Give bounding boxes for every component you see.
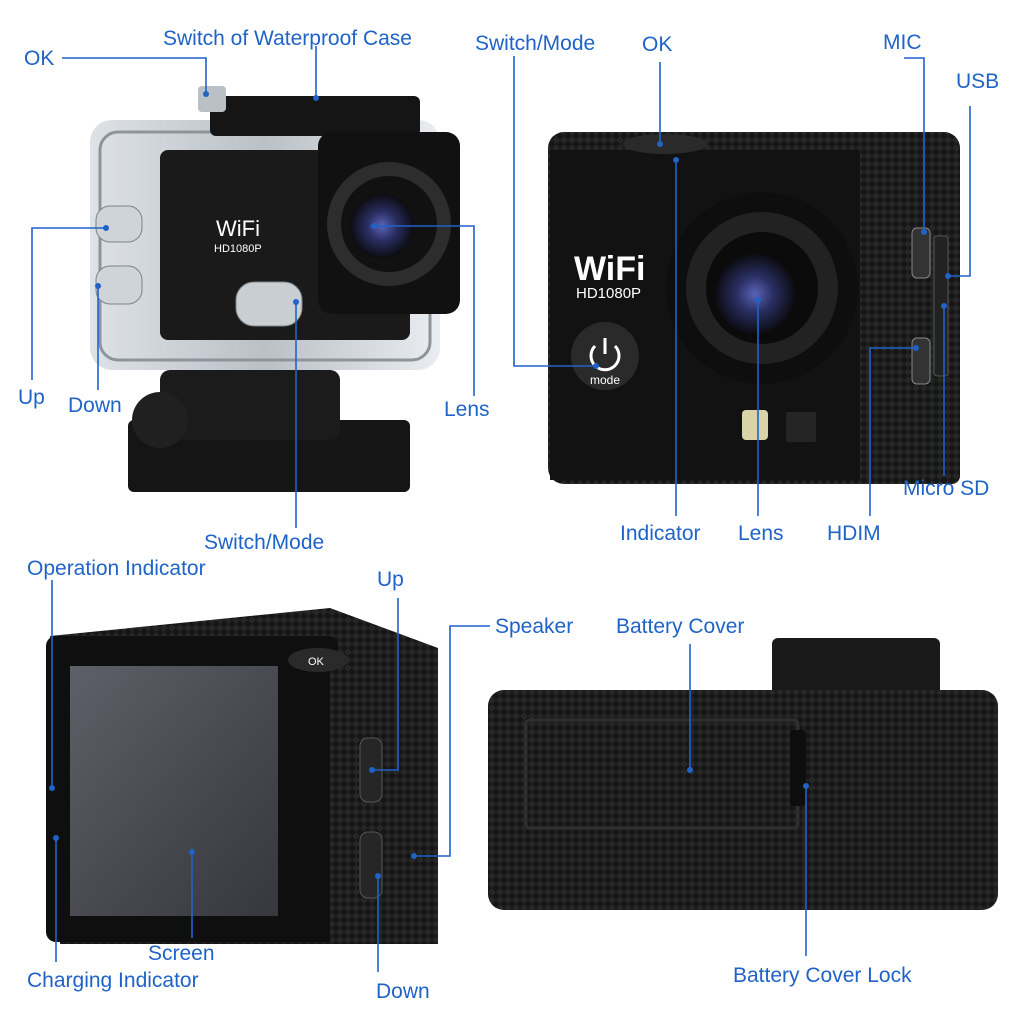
leader-tr-mic: [904, 57, 925, 232]
label-tl-down: Down: [68, 394, 122, 417]
leader-tl-ok: [62, 57, 207, 92]
mode-button-print: mode: [590, 373, 620, 387]
label-tl-ok: OK: [24, 47, 54, 70]
label-tr-switch-mode: Switch/Mode: [475, 32, 595, 55]
label-tr-micro-sd: Micro SD: [903, 477, 989, 500]
label-tl-lens: Lens: [444, 398, 490, 421]
case-wifi-print: WiFi: [216, 216, 260, 241]
label-tr-lens: Lens: [738, 522, 784, 545]
label-bl-screen: Screen: [148, 942, 215, 965]
label-tl-up: Up: [18, 386, 45, 409]
front-wifi-print: WiFi: [574, 250, 645, 288]
label-tl-switch-mode: Switch/Mode: [204, 531, 324, 554]
label-tr-mic: MIC: [883, 31, 922, 54]
label-tr-ok: OK: [642, 33, 672, 56]
label-bl-charging-indicator: Charging Indicator: [27, 969, 199, 992]
case-resolution-print: HD1080P: [214, 243, 262, 255]
label-bl-up: Up: [377, 568, 404, 591]
label-tl-switch-case: Switch of Waterproof Case: [163, 27, 412, 50]
leader-tl-lens: [374, 225, 475, 396]
label-tr-indicator: Indicator: [620, 522, 701, 545]
leader-tr-switch-mode: [513, 56, 596, 367]
camera-screen-view: OK: [46, 608, 438, 944]
side-ok-print: OK: [308, 656, 325, 668]
leader-tr-usb: [948, 106, 971, 277]
leader-tr-hdim: [869, 347, 916, 516]
leader-tl-up: [31, 227, 106, 380]
camera-battery-view: [488, 638, 998, 910]
label-br-speaker: Speaker: [495, 615, 573, 638]
leader-bl-up: [372, 598, 399, 771]
label-br-battery-cover: Battery Cover: [616, 615, 744, 638]
label-tr-usb: USB: [956, 70, 999, 93]
leader-br-speaker: [414, 625, 490, 857]
label-bl-down: Down: [376, 980, 430, 1003]
camera-front-view: mode WiFi HD1080P: [548, 132, 960, 484]
label-bl-operation-indicator: Operation Indicator: [27, 557, 206, 580]
waterproof-case-camera: WiFi HD1080P: [90, 86, 460, 492]
front-resolution-print: HD1080P: [576, 285, 641, 302]
label-br-battery-cover-lock: Battery Cover Lock: [733, 964, 912, 987]
label-tr-hdim: HDIM: [827, 522, 881, 545]
